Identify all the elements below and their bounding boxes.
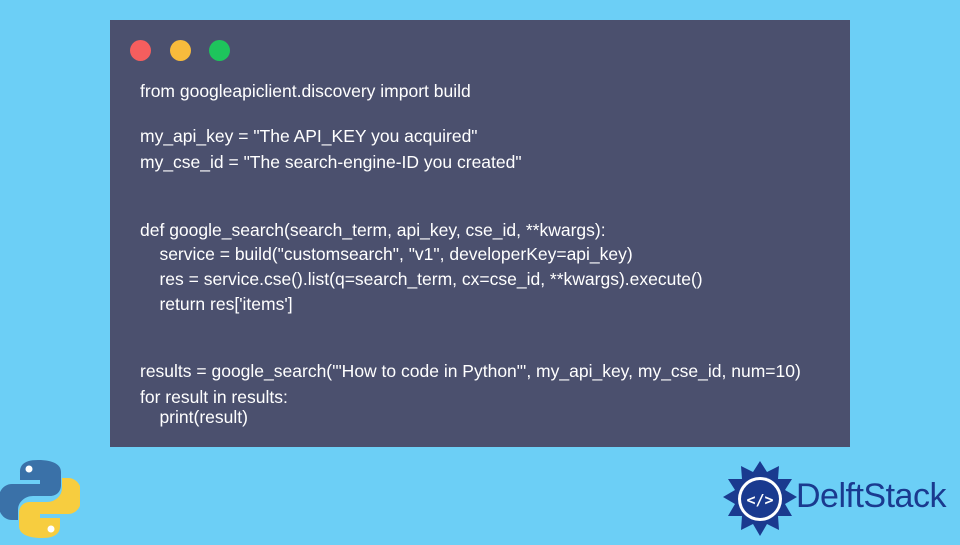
minimize-dot[interactable] <box>170 40 191 61</box>
brand-logo[interactable]: </> DelftStack <box>722 459 960 540</box>
python-logo-icon <box>0 458 82 540</box>
code-line: res = service.cse().list(q=search_term, … <box>140 269 703 289</box>
code-line: def google_search(search_term, api_key, … <box>140 220 606 240</box>
maximize-dot[interactable] <box>209 40 230 61</box>
code-line: service = build("customsearch", "v1", de… <box>140 244 633 264</box>
brand-name: DelftStack <box>796 477 946 515</box>
code-block: from googleapiclient.discovery import bu… <box>140 80 801 427</box>
code-line: print(result) <box>140 407 248 427</box>
code-line: from googleapiclient.discovery import bu… <box>140 81 471 101</box>
code-line: return res['items'] <box>140 294 293 314</box>
code-line: results = google_search('"How to code in… <box>140 361 801 381</box>
code-line: for result in results: <box>140 387 288 407</box>
code-brackets-icon: </> <box>722 459 802 539</box>
code-line: my_api_key = "The API_KEY you acquired" <box>140 126 478 146</box>
code-line: my_cse_id = "The search-engine-ID you cr… <box>140 152 522 172</box>
code-window: from googleapiclient.discovery import bu… <box>110 20 850 447</box>
svg-text:</>: </> <box>746 491 773 509</box>
close-dot[interactable] <box>130 40 151 61</box>
